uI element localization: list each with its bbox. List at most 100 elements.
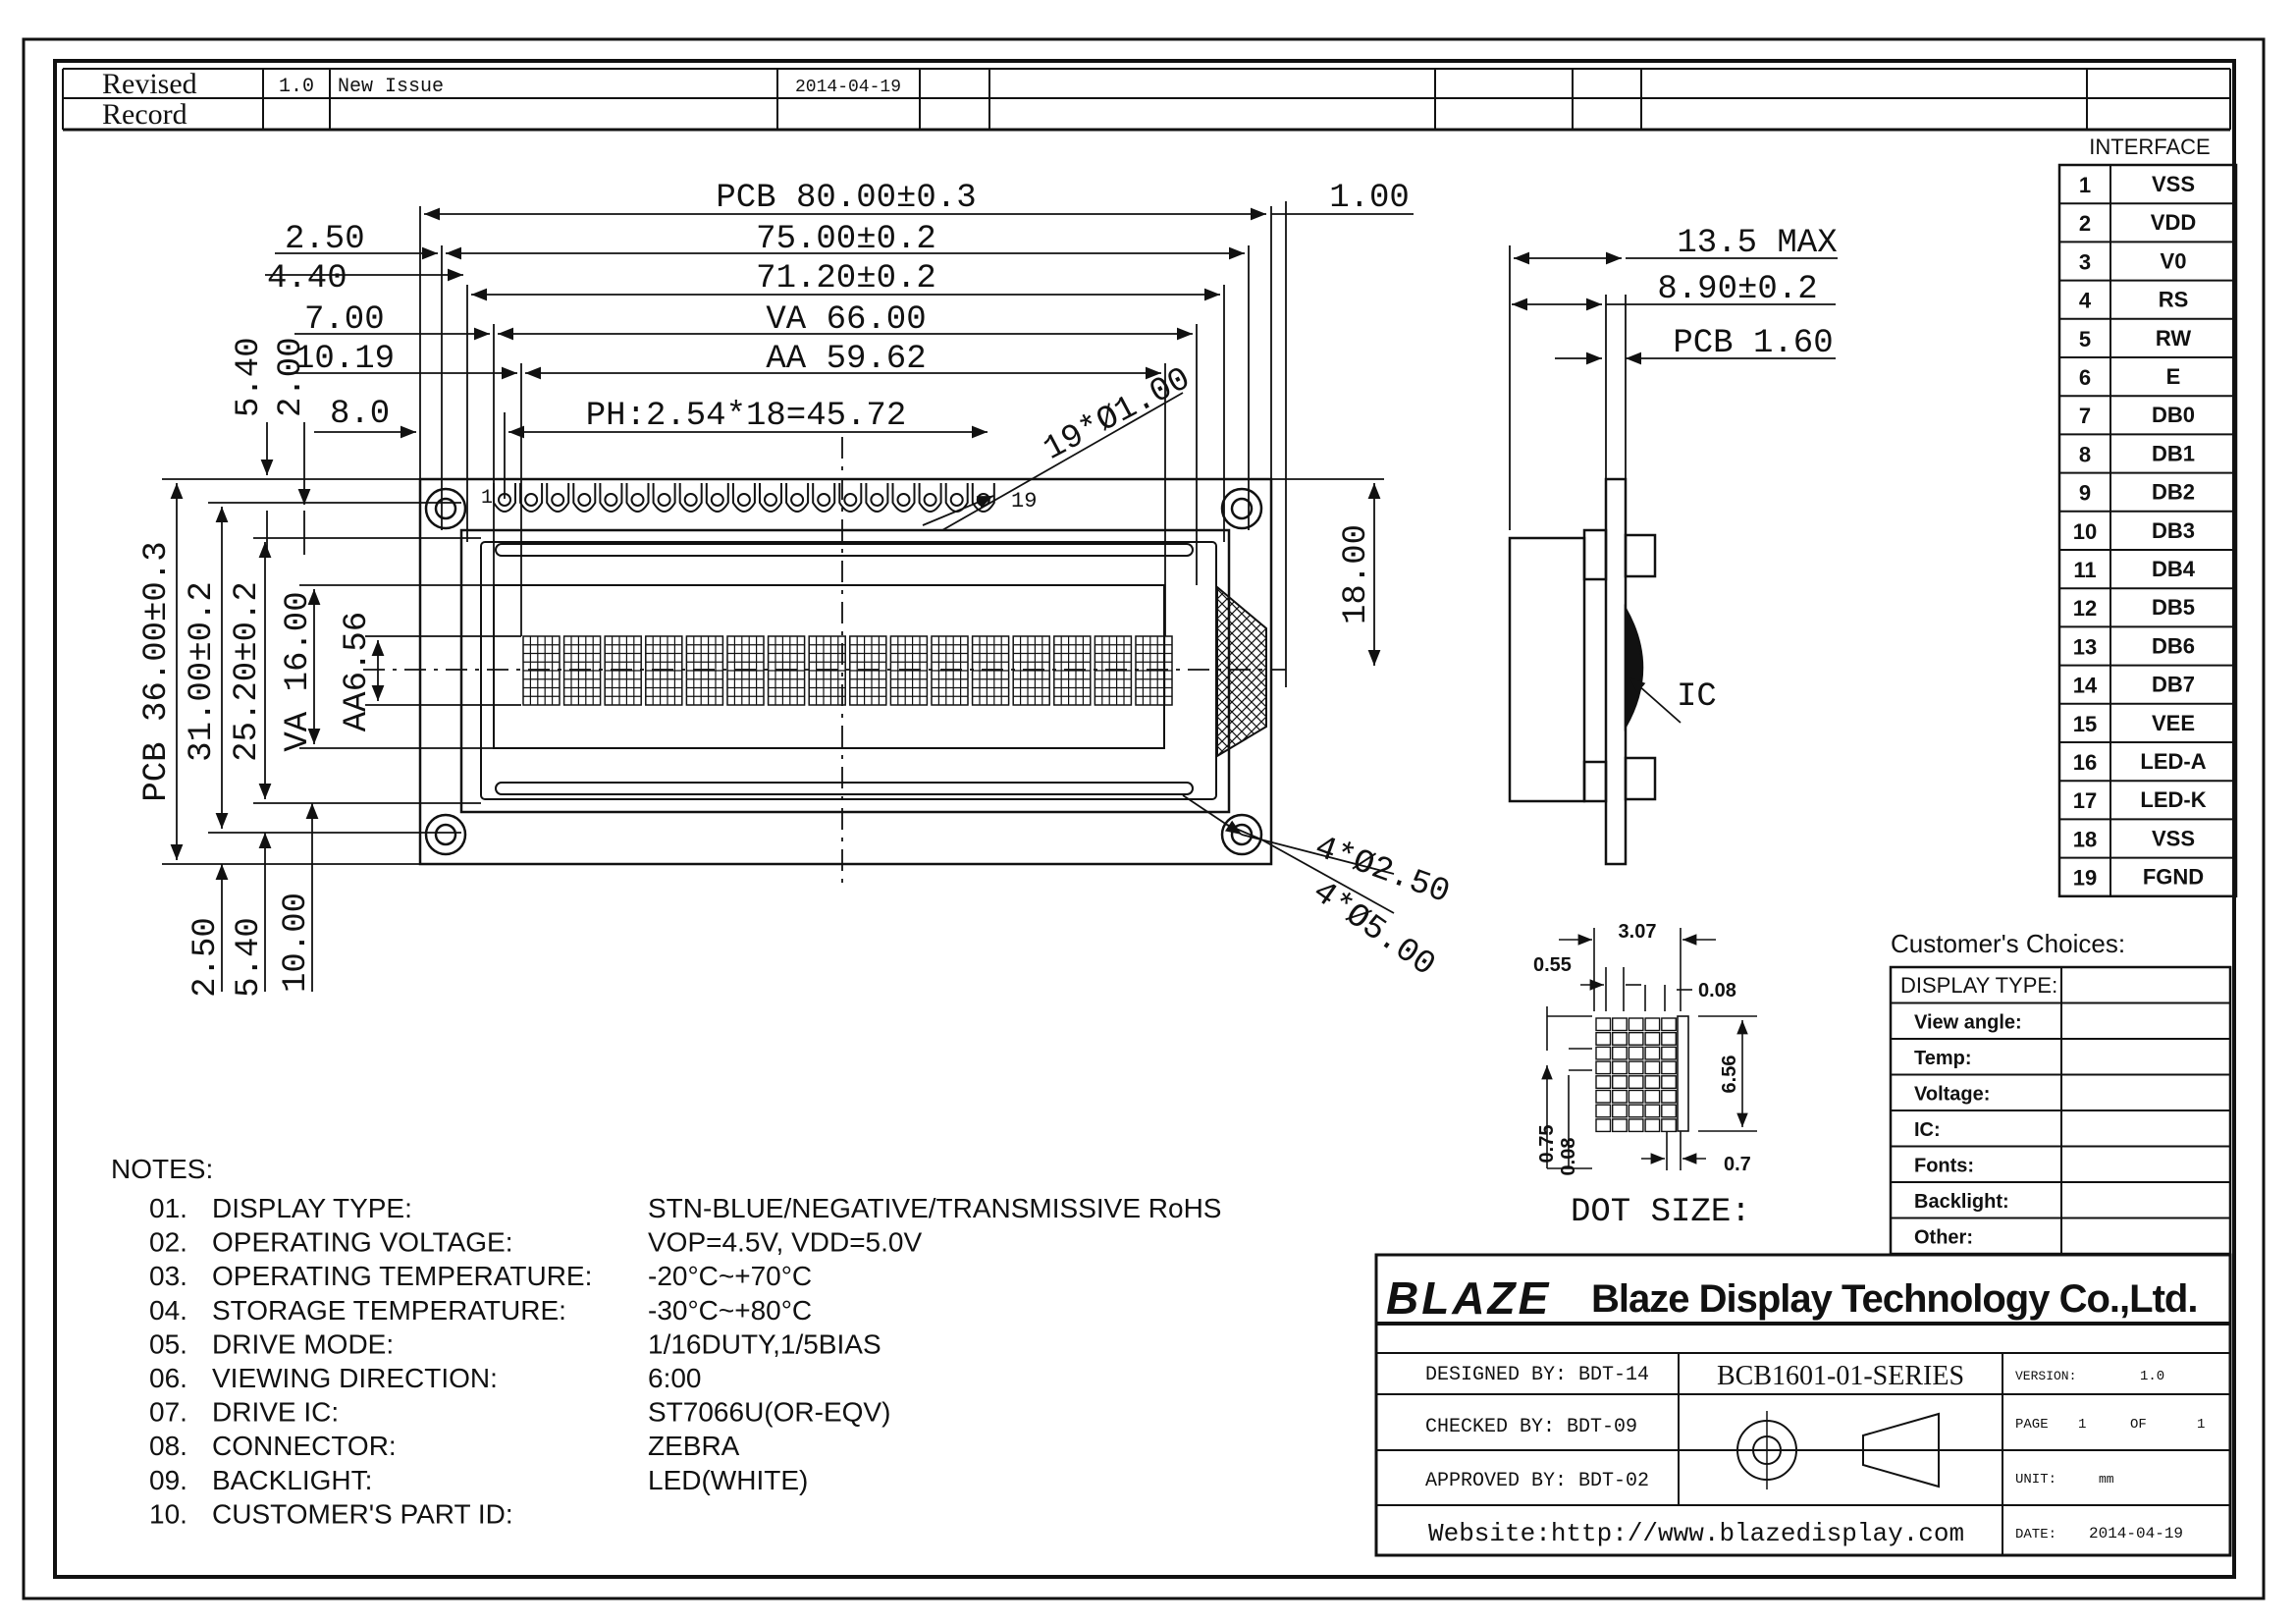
choice-label: Other: [1914, 1227, 1973, 1249]
dot [1628, 1075, 1644, 1090]
pin-number: 14 [2073, 674, 2098, 698]
choices-title: Customer's Choices: [1891, 929, 2125, 958]
pin-name: VEE [2152, 711, 2195, 735]
pin-name: VDD [2151, 210, 2196, 235]
note-number: 10. [149, 1498, 187, 1529]
dot [1595, 1060, 1612, 1075]
pin-number: 12 [2073, 596, 2097, 621]
choice-label: Backlight: [1914, 1191, 2009, 1213]
pcb-outline [418, 477, 1273, 866]
note-value: ZEBRA [648, 1431, 740, 1461]
pin-name: V0 [2161, 248, 2187, 273]
note-value: -30°C~+80°C [648, 1295, 812, 1326]
character-block [971, 635, 1010, 706]
revision-version: 1.0 [279, 76, 314, 98]
choice-label: Voltage: [1914, 1084, 1990, 1106]
character-block [562, 635, 602, 706]
front-dimensions [162, 201, 1414, 992]
dim-max-thickness: 13.5 MAX [1677, 225, 1837, 262]
revision-record: Revised Record 1.0 New Issue 2014-04-19 [62, 68, 2231, 132]
pin-number: 3 [2079, 249, 2091, 274]
character-block [1094, 635, 1133, 706]
notes: NOTES: 01.DISPLAY TYPE:STN-BLUE/NEGATIVE… [111, 1154, 1222, 1529]
ic-label: IC [1677, 678, 1717, 716]
pin-number: 15 [2073, 712, 2097, 736]
note-number: 02. [149, 1227, 187, 1258]
note-number: 03. [149, 1261, 187, 1291]
interface-row: 19 FGND [2073, 865, 2204, 891]
dot-width: 0.55 [1533, 954, 1572, 976]
dim-2-50: 2.50 [285, 221, 365, 258]
pin-number: 19 [2073, 866, 2097, 891]
dim-bezel-height: 31.00±0.2 [184, 581, 221, 762]
pin-name: FGND [2143, 865, 2204, 890]
pin-number: 13 [2073, 634, 2097, 659]
interface-row: 3 V0 [2079, 248, 2187, 274]
unit-value: mm [2099, 1472, 2114, 1487]
dot [1595, 1075, 1612, 1090]
revision-label: Revised [102, 68, 197, 100]
note-item: 09.BACKLIGHT:LED(WHITE) [149, 1465, 808, 1495]
dot [1628, 1031, 1644, 1046]
dot [1644, 1031, 1661, 1046]
note-value: 6:00 [648, 1363, 702, 1393]
pin [812, 483, 836, 513]
character-block [849, 635, 887, 706]
dot [1661, 1089, 1678, 1104]
dim-18-00: 18.00 [1338, 524, 1375, 624]
note-number: 08. [149, 1431, 187, 1461]
dot [1628, 1017, 1644, 1032]
pin-name: LED-K [2140, 787, 2206, 812]
dot-gap-v: 0.08 [1558, 1138, 1579, 1176]
dot [1595, 1031, 1612, 1046]
pin [652, 483, 676, 513]
dot-size-dimensions [1541, 928, 1757, 1170]
dim-10-19: 10.19 [294, 341, 395, 378]
dim-inner-width: 71.20±0.2 [756, 260, 936, 298]
note-item: 06.VIEWING DIRECTION:6:00 [149, 1363, 702, 1393]
mount-hole-tr [1220, 487, 1263, 530]
character-block [1135, 635, 1173, 706]
dim-10-00-bottom: 10.00 [278, 893, 315, 993]
dim-5-40-top: 5.40 [231, 337, 268, 417]
title-block [1374, 1253, 2232, 1557]
note-label: VIEWING DIRECTION: [212, 1363, 498, 1393]
note-label: OPERATING VOLTAGE: [212, 1227, 513, 1258]
viewing-area [493, 584, 1165, 749]
date-value: 2014-04-19 [2089, 1525, 2183, 1543]
approved-by: APPROVED BY: BDT-02 [1425, 1470, 1649, 1492]
dot [1644, 1046, 1661, 1060]
choice-label: IC: [1914, 1119, 1941, 1141]
character-block [522, 635, 561, 706]
dot [1595, 1118, 1612, 1133]
company-name: Blaze Display Technology Co.,Ltd. [1591, 1277, 2197, 1321]
note-label: DRIVE IC: [212, 1397, 339, 1428]
dot-cursor-gap: 0.7 [1724, 1154, 1751, 1175]
dot [1595, 1017, 1612, 1032]
pin-last-label: 19 [1011, 489, 1037, 514]
character-block [1012, 635, 1050, 706]
note-number: 01. [149, 1193, 187, 1223]
dot [1644, 1104, 1661, 1118]
note-label: CUSTOMER'S PART ID: [212, 1498, 513, 1529]
pin-name: RS [2159, 288, 2189, 312]
pin [519, 483, 544, 513]
revision-description: New Issue [338, 76, 444, 98]
note-number: 05. [149, 1328, 187, 1359]
note-label: DISPLAY TYPE: [212, 1193, 412, 1223]
dot [1644, 1118, 1661, 1133]
dim-pin-holes: 19*Ø1.00 [1038, 361, 1197, 469]
note-item: 02.OPERATING VOLTAGE:VOP=4.5V, VDD=5.0V [149, 1227, 922, 1258]
dot [1611, 1118, 1628, 1133]
dim-bezel-width: 75.00±0.2 [756, 221, 936, 258]
